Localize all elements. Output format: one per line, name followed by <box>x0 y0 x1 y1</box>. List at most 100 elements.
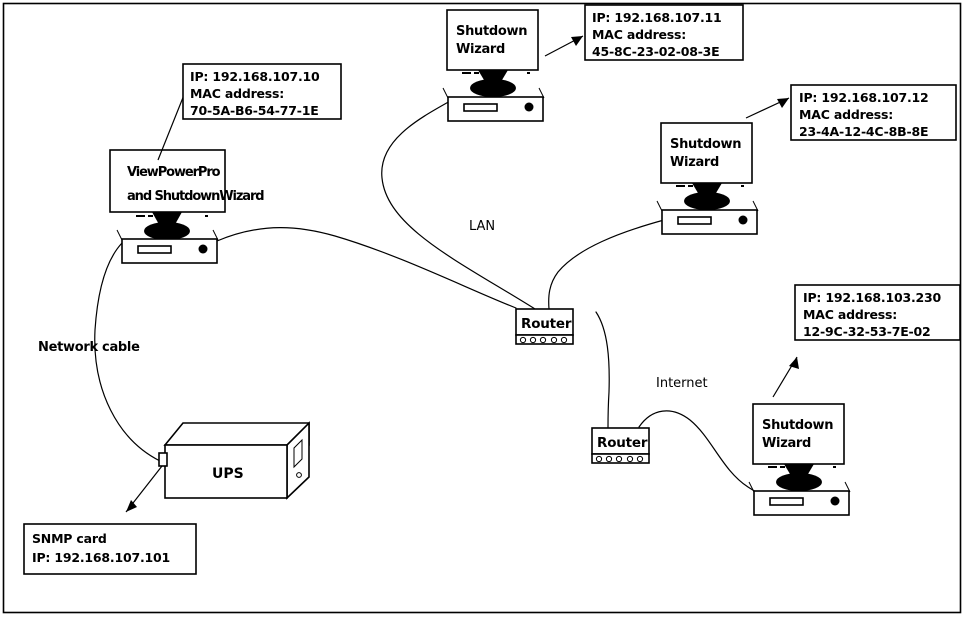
power-button[interactable] <box>830 496 840 506</box>
info-line-mac-label: MAC address: <box>799 107 893 122</box>
monitor-screen <box>109 149 226 213</box>
desk-mark-left2 <box>780 466 785 468</box>
info-box-client-right: IP: 192.168.107.12 MAC address: 23-4A-12… <box>745 84 957 141</box>
ups-snmp-card-port[interactable] <box>158 452 168 467</box>
monitor-screen <box>660 122 753 184</box>
info-line-mac-value: 70-5A-B6-54-77-1E <box>190 103 319 118</box>
power-button[interactable] <box>524 102 534 112</box>
base-bevel-left <box>116 229 123 241</box>
leader-arrowhead <box>777 98 789 108</box>
device-main-workstation[interactable]: ViewPowerPro and ShutdownWizard <box>109 149 265 264</box>
router-port <box>560 336 568 344</box>
router-port <box>595 455 603 463</box>
info-line-mac-label: MAC address: <box>803 307 897 322</box>
ups-top-face <box>163 422 310 446</box>
info-box <box>794 284 961 341</box>
leader-arrowhead <box>789 357 799 369</box>
desk-mark-left <box>462 72 471 74</box>
info-line-ip: IP: 192.168.107.11 <box>592 10 721 25</box>
monitor-label-line2: and ShutdownWizard <box>127 189 264 204</box>
info-box-main-workstation: IP: 192.168.107.10 MAC address: 70-5A-B6… <box>157 63 342 161</box>
cable-ups-to-workstation <box>94 242 161 462</box>
ups-side-panel <box>293 438 303 469</box>
router-port <box>529 336 537 344</box>
router-label: Router <box>597 435 648 451</box>
device-client-remote[interactable]: Shutdown Wizard <box>748 403 851 516</box>
ups-side-indicator <box>296 472 302 478</box>
info-line-title: SNMP card <box>32 531 107 546</box>
desk-mark-left <box>676 185 685 187</box>
info-box <box>23 523 197 575</box>
info-line-mac-value: 12-9C-32-53-7E-02 <box>803 324 931 339</box>
info-line-mac-label: MAC address: <box>592 27 686 42</box>
monitor-label-line1: Shutdown <box>670 137 741 152</box>
link-label-lan: LAN <box>469 219 495 234</box>
desk-mark-right <box>205 215 208 217</box>
info-line-ip: IP: 192.168.107.101 <box>32 550 170 565</box>
link-label-network-cable: Network cable <box>38 340 140 355</box>
desk-mark-left <box>768 466 777 468</box>
power-button[interactable] <box>738 215 748 225</box>
info-box <box>584 4 744 61</box>
base-bevel-left <box>442 87 449 99</box>
info-line-ip: IP: 192.168.103.230 <box>803 290 941 305</box>
router-port <box>519 336 527 344</box>
router-label: Router <box>521 316 572 332</box>
device-client-top[interactable]: Shutdown Wizard <box>442 9 545 122</box>
info-line-ip: IP: 192.168.107.12 <box>799 90 928 105</box>
drive-slot <box>677 216 712 225</box>
info-box-client-top: IP: 192.168.107.11 MAC address: 45-8C-23… <box>544 4 744 61</box>
cable-lan-router-to-internet-router <box>595 311 610 429</box>
desk-mark-left2 <box>474 72 479 74</box>
router-port <box>636 455 644 463</box>
cable-client-right-to-lan-router <box>548 219 665 310</box>
cable-client-top-to-lan-router <box>381 99 536 310</box>
info-line-ip: IP: 192.168.107.10 <box>190 69 320 84</box>
power-button[interactable] <box>198 244 208 254</box>
router-port <box>615 455 623 463</box>
router-port <box>550 336 558 344</box>
base-bevel-left <box>748 481 755 493</box>
link-label-internet: Internet <box>656 376 708 391</box>
monitor-label-line2: Wizard <box>762 436 811 451</box>
monitor-stand-base <box>684 192 730 210</box>
ups-front-face <box>164 444 288 499</box>
router-port <box>605 455 613 463</box>
ups-label: UPS <box>212 466 244 482</box>
drive-slot <box>463 103 498 112</box>
monitor-stand-base <box>470 79 516 97</box>
desk-mark-left2 <box>148 215 153 217</box>
device-client-right[interactable]: Shutdown Wizard <box>656 122 759 235</box>
monitor-screen <box>446 9 539 71</box>
desk-mark-left2 <box>688 185 693 187</box>
info-box-snmp-card: SNMP card IP: 192.168.107.101 <box>23 465 197 575</box>
monitor-stand-base <box>144 222 190 240</box>
drive-slot <box>137 245 172 254</box>
leader-arrowhead <box>126 500 137 512</box>
router-port <box>539 336 547 344</box>
base-bevel-left <box>656 200 663 212</box>
cable-workstation-to-lan-router <box>216 227 517 309</box>
router-body <box>515 308 574 336</box>
leader-arrowhead <box>571 36 583 46</box>
info-box <box>182 63 342 120</box>
router-port-strip <box>515 334 574 345</box>
monitor-label-line1: Shutdown <box>762 418 833 433</box>
desk-mark-right <box>833 466 836 468</box>
info-line-mac-value: 45-8C-23-02-08-3E <box>592 44 720 59</box>
info-box <box>790 84 957 141</box>
cable-internet-router-to-remote-client <box>638 410 767 497</box>
monitor-label-line1: ViewPowerPro <box>127 165 221 180</box>
desk-mark-right <box>741 185 744 187</box>
router-body <box>591 427 650 455</box>
router-port-strip <box>591 453 650 464</box>
router-port <box>626 455 634 463</box>
device-router-lan[interactable]: Router <box>515 308 574 345</box>
monitor-stand-base <box>776 473 822 491</box>
monitor-label-line2: Wizard <box>456 42 505 57</box>
info-line-mac-value: 23-4A-12-4C-8B-8E <box>799 124 928 139</box>
device-router-internet[interactable]: Router <box>591 427 650 464</box>
device-ups[interactable]: UPS <box>158 421 310 500</box>
monitor-label-line2: Wizard <box>670 155 719 170</box>
